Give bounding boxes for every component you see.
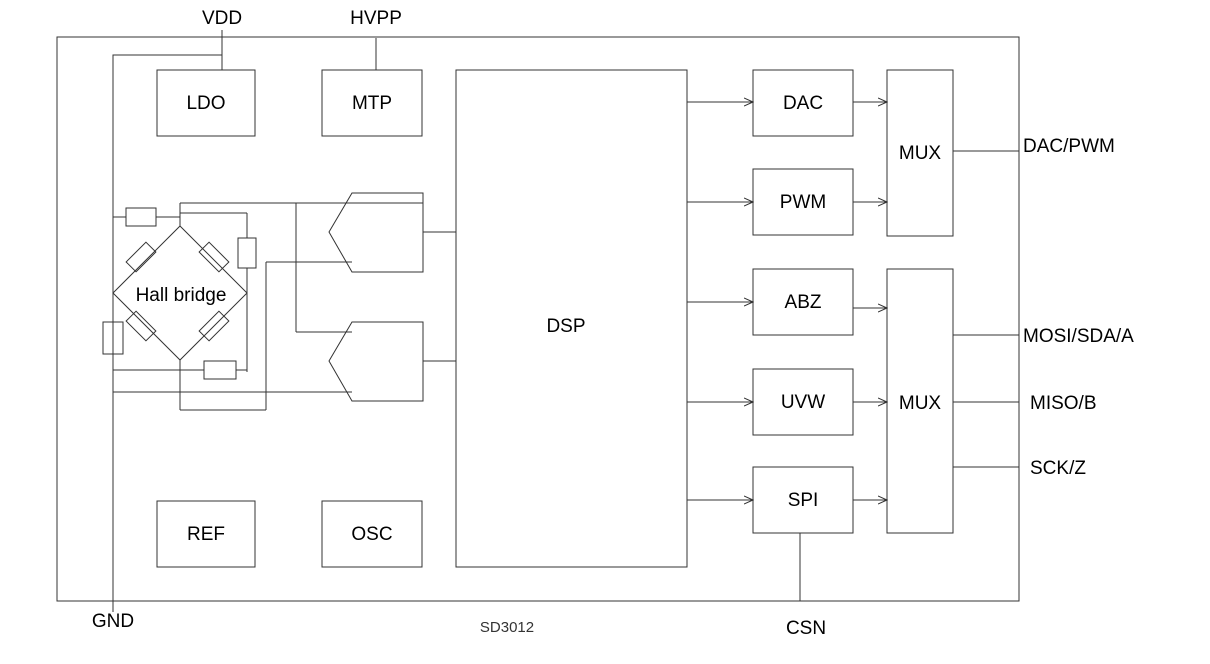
ldo-label: LDO [186, 93, 225, 114]
vdd-pin-label: VDD [202, 8, 242, 29]
dac-label: DAC [783, 93, 823, 114]
gnd-pin-label: GND [92, 611, 134, 632]
dac-block [752, 69, 854, 137]
mtp-block [321, 69, 423, 137]
amplifier-top [328, 192, 424, 273]
mux-top-label: MUX [899, 143, 942, 164]
mux-bottom-label: MUX [899, 393, 942, 414]
miso-pin-label: MISO/B [1030, 393, 1097, 414]
uvw-label: UVW [781, 392, 825, 413]
amplifier-bottom [328, 321, 424, 402]
hall-bridge [102, 202, 423, 411]
mux-bottom-block [886, 268, 954, 534]
csn-pin-label: CSN [786, 618, 826, 639]
vdd-wire [112, 30, 223, 600]
ldo-block [156, 69, 256, 137]
hall-bridge-label: Hall bridge [136, 285, 227, 306]
dsp-label: DSP [546, 316, 585, 337]
osc-label: OSC [351, 524, 392, 545]
mosi-pin-label: MOSI/SDA/A [1023, 326, 1134, 347]
dac-pwm-pin-label: DAC/PWM [1023, 136, 1115, 157]
hvpp-pin-label: HVPP [350, 8, 402, 29]
chip-outline [56, 36, 1020, 602]
mux-top-block [886, 69, 954, 237]
pwm-label: PWM [780, 192, 826, 213]
ref-block [156, 500, 256, 568]
osc-block [321, 500, 423, 568]
dsp-block [455, 69, 688, 568]
abz-block [752, 268, 854, 336]
ref-label: REF [187, 524, 225, 545]
mtp-label: MTP [352, 93, 392, 114]
sck-pin-label: SCK/Z [1030, 458, 1086, 479]
abz-label: ABZ [785, 292, 822, 313]
spi-label: SPI [788, 490, 819, 511]
chip-name-label: SD3012 [480, 619, 534, 636]
